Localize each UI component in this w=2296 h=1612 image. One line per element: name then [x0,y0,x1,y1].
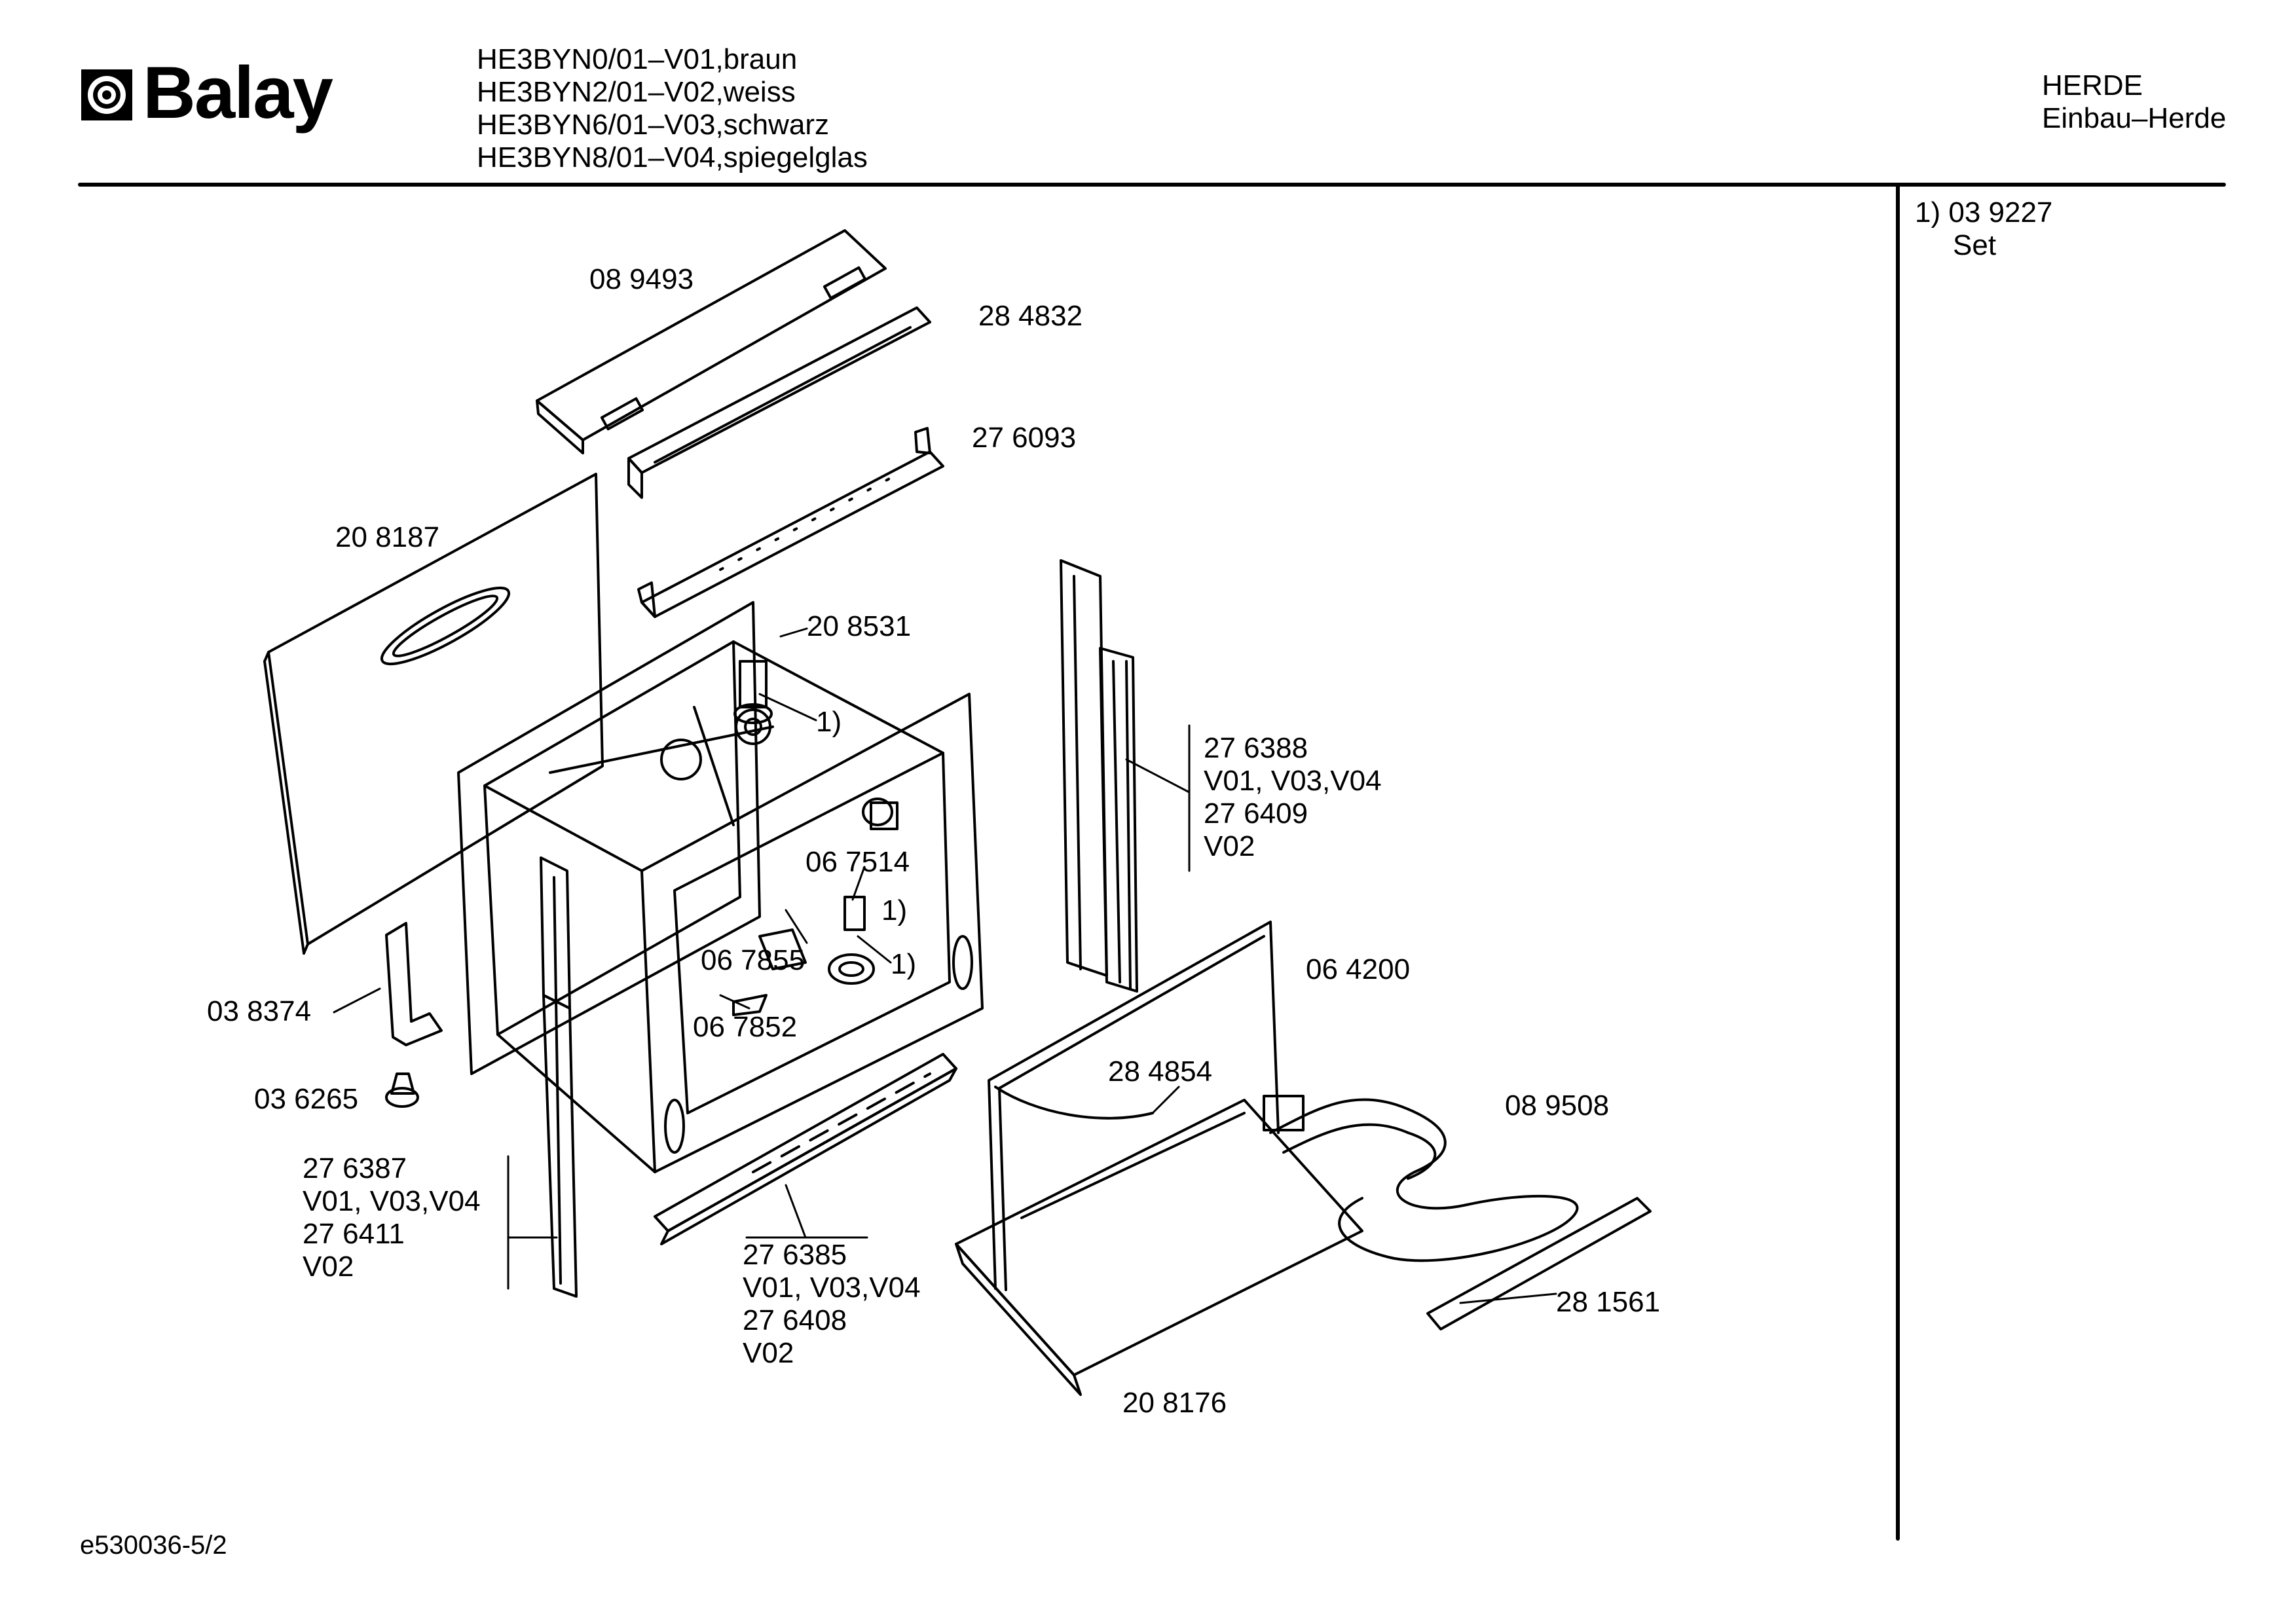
bottom-tray-part [955,1099,1363,1396]
model-line: HE3BYN6/01–V03,schwarz [477,109,830,141]
bottom-strip-part [1426,1197,1652,1330]
part-label: 06 7852 [693,1011,798,1043]
strip-part [637,427,944,618]
part-label: 27 6385 [743,1239,847,1271]
variant-label: V01, V03,V04 [1204,765,1382,797]
part-label: 27 6388 [1204,732,1308,764]
ref-label: 1) [881,894,908,926]
bottom-rail-part [654,1053,957,1245]
part-label-group: 27 6387 V01, V03,V04 27 6411 V02 [303,1152,481,1283]
wire-part [994,1086,1154,1120]
right-side-rail-part [1060,559,1138,993]
part-label: 27 6387 [303,1152,407,1184]
clip-part [385,1072,419,1108]
balay-logo-mark [81,69,132,120]
heating-element-part [1263,1095,1579,1262]
model-line: HE3BYN0/01–V01,braun [477,43,798,75]
variant-label: V02 [1204,830,1255,862]
model-list: HE3BYN0/01–V01,braun HE3BYN2/01–V02,weis… [477,43,868,174]
part-label: 03 8374 [207,995,312,1027]
part-label: 06 4200 [1306,953,1411,985]
category: HERDE Einbau–Herde [2042,69,2226,135]
rail-part [627,306,931,499]
left-side-rail-part [540,856,578,1298]
category-main: HERDE [2042,69,2143,101]
footnote-panel: 1) 03 9227 Set [1915,196,2052,262]
part-label: 08 9493 [589,263,694,295]
model-line: HE3BYN2/01–V02,weiss [477,76,796,108]
variant-label: V02 [303,1251,354,1283]
part-label: 27 6411 [303,1218,405,1250]
part-label: 03 6265 [254,1083,359,1115]
footnote-ref: 1) 03 9227 [1915,196,2053,229]
oven-cavity-part [457,601,984,1173]
side-panel-part [263,473,604,955]
part-label-group: 27 6385 V01, V03,V04 27 6408 V02 [743,1239,921,1370]
variant-label: V01, V03,V04 [303,1185,481,1217]
part-label: 20 8176 [1122,1387,1227,1419]
ref-label: 1) [891,948,917,980]
part-label: 08 9508 [1505,1090,1610,1122]
category-sub: Einbau–Herde [2042,102,2227,134]
part-label: 28 4854 [1108,1055,1213,1088]
footnote-desc: Set [1953,229,1997,261]
part-label: 28 1561 [1556,1286,1661,1318]
part-label: 20 8531 [807,610,912,642]
part-label: 06 7514 [805,846,910,878]
part-label: 06 7855 [701,944,805,976]
bracket-part [385,922,443,1046]
part-label: 28 4832 [978,300,1083,332]
brand-name: Balay [143,52,333,134]
part-label-group: 27 6388 V01, V03,V04 27 6409 V02 [1204,732,1382,863]
drawing-code: e530036-5/2 [80,1531,227,1560]
part-label: 20 8187 [335,521,440,553]
top-cover-part [536,229,887,454]
ref-label: 1) [816,706,842,738]
balay-logo: Balay [80,56,355,132]
part-label: 27 6093 [972,422,1077,454]
model-line: HE3BYN8/01–V04,spiegelglas [477,141,868,174]
variant-label: V02 [743,1337,794,1369]
part-label: 27 6408 [743,1304,847,1336]
variant-label: V01, V03,V04 [743,1272,921,1304]
part-label: 27 6409 [1204,797,1308,830]
leader-lines [333,627,1557,1304]
